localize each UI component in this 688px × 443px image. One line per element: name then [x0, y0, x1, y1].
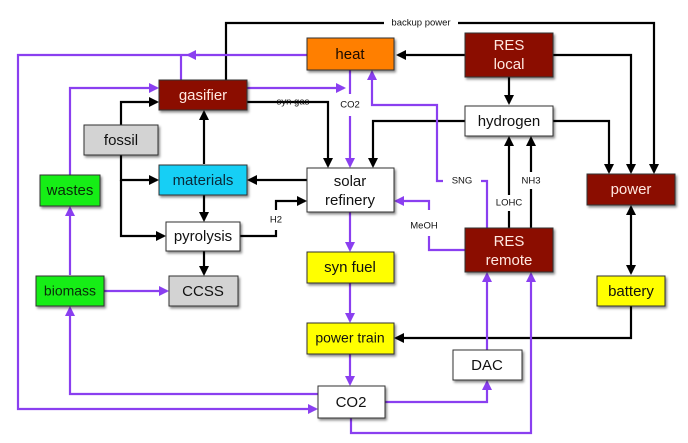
- label-meoh: MeOH: [410, 221, 438, 232]
- edge-co2-to-res-remote: [349, 272, 536, 435]
- node-solar-refinery-label-2: refinery: [325, 192, 376, 209]
- black-edges: [119, 21, 659, 343]
- node-battery[interactable]: battery: [596, 275, 666, 307]
- edge-res-remote-to-heat-2: [367, 70, 443, 183]
- edge-fossil-to-pyrolysis: [119, 180, 166, 241]
- edge-hydrogen-to-power: [553, 119, 614, 174]
- edge-res-local-to-power: [553, 53, 636, 174]
- edge-res-remote-to-heat: [481, 179, 489, 228]
- node-hydrogen[interactable]: hydrogen: [464, 105, 554, 137]
- label-nh3: NH3: [521, 176, 540, 187]
- node-solar-refinery-label-1: solar: [334, 173, 367, 190]
- edge-hydrogen-to-solar-refinery: [368, 119, 465, 168]
- edge-gasifier-to-solar-refinery: [247, 100, 333, 168]
- node-battery-label: battery: [608, 283, 654, 300]
- node-biomass[interactable]: biomass: [35, 275, 105, 307]
- node-materials[interactable]: materials: [158, 164, 248, 196]
- label-co2: CO2: [340, 100, 360, 111]
- edge-battery-to-power-train: [394, 306, 633, 343]
- node-fossil[interactable]: fossil: [83, 124, 159, 156]
- edge-heat-to-co2: [16, 53, 318, 414]
- node-power[interactable]: power: [586, 173, 676, 206]
- node-materials-label: materials: [173, 172, 234, 189]
- purple-edges: [16, 50, 536, 435]
- label-h2: H2: [270, 215, 282, 226]
- node-co2[interactable]: CO2: [317, 385, 386, 419]
- edge-fossil-to-materials: [119, 155, 159, 185]
- node-power-label: power: [611, 181, 652, 198]
- node-res-remote[interactable]: RES remote: [464, 227, 554, 273]
- edge-fossil-to-gasifier: [119, 97, 159, 125]
- node-ccss[interactable]: CCSS: [168, 275, 239, 307]
- edge-wastes-to-gasifier: [68, 83, 159, 175]
- node-hydrogen-label: hydrogen: [478, 113, 541, 130]
- label-lohc: LOHC: [496, 198, 523, 209]
- node-gasifier-label: gasifier: [179, 87, 227, 104]
- node-res-local[interactable]: RES local: [464, 32, 554, 78]
- node-res-local-label-2: local: [494, 56, 525, 73]
- node-power-train-label: power train: [315, 330, 384, 346]
- edge-res-remote-to-solar-refinery: [427, 236, 465, 252]
- label-syn-gas: syn gas: [277, 97, 310, 108]
- node-pyrolysis-label: pyrolysis: [174, 228, 232, 245]
- node-wastes-label: wastes: [46, 182, 94, 199]
- node-co2-label: CO2: [336, 394, 367, 411]
- node-solar-refinery[interactable]: solar refinery: [306, 167, 395, 213]
- node-wastes[interactable]: wastes: [39, 174, 101, 207]
- label-backup-power: backup power: [391, 18, 450, 29]
- label-sng: SNG: [452, 176, 473, 187]
- node-power-train[interactable]: power train: [306, 322, 395, 355]
- edge-pyrolysis-to-solar-refinery-2: [274, 196, 307, 210]
- node-ccss-label: CCSS: [182, 283, 224, 300]
- edge-co2-to-dac: [385, 380, 492, 404]
- node-res-remote-label-2: remote: [486, 252, 533, 269]
- node-pyrolysis[interactable]: pyrolysis: [165, 221, 241, 252]
- edge-co2-to-biomass: [65, 306, 318, 396]
- node-res-local-label-1: RES: [494, 37, 525, 54]
- node-heat[interactable]: heat: [306, 37, 395, 71]
- node-syn-fuel[interactable]: syn fuel: [306, 251, 395, 284]
- edge-pyrolysis-to-solar-refinery: [240, 230, 278, 238]
- node-dac-label: DAC: [471, 357, 503, 374]
- edge-labels: backup power syn gas CO2 H2 SNG MeOH LOH…: [270, 16, 541, 232]
- node-res-remote-label-1: RES: [494, 233, 525, 250]
- node-gasifier[interactable]: gasifier: [158, 79, 248, 111]
- node-dac[interactable]: DAC: [452, 349, 523, 381]
- edge-res-remote-to-solar-refinery-2: [394, 196, 431, 210]
- node-heat-label: heat: [335, 46, 365, 63]
- node-syn-fuel-label: syn fuel: [324, 259, 376, 276]
- node-fossil-label: fossil: [104, 132, 138, 149]
- node-biomass-label: biomass: [44, 283, 96, 299]
